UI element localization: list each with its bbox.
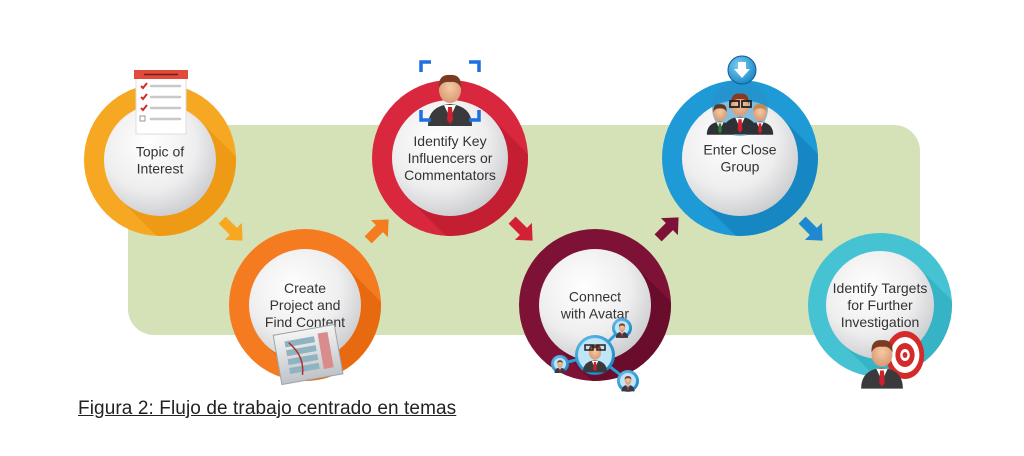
step-label-line: Project and bbox=[270, 297, 341, 313]
person-icon bbox=[428, 74, 472, 126]
group-people-icon bbox=[706, 55, 774, 136]
step-label-line: with Avatar bbox=[560, 306, 630, 322]
bullseye-icon bbox=[885, 331, 925, 379]
arrow-down-right-icon bbox=[218, 216, 243, 241]
checklist-icon bbox=[134, 70, 188, 135]
arrow-up-right-icon bbox=[654, 217, 679, 242]
step-label-line: Identify Targets bbox=[833, 280, 928, 296]
person-icon bbox=[861, 340, 903, 389]
arrow-down-right-icon bbox=[508, 216, 533, 241]
step-label-line: Influencers or bbox=[408, 150, 493, 166]
download-icon bbox=[727, 55, 757, 85]
step-label-line: Interest bbox=[137, 161, 184, 177]
step-label-line: Enter Close bbox=[703, 142, 776, 158]
arrows-layer bbox=[218, 216, 823, 244]
step-label-line: Topic of bbox=[136, 144, 184, 160]
step-inner-disc bbox=[392, 100, 508, 216]
step-label-line: Connect bbox=[569, 289, 621, 305]
target-person-icon bbox=[419, 60, 481, 126]
step-inner-disc bbox=[104, 104, 216, 216]
document-folder-icon bbox=[272, 323, 344, 386]
step-label-line: Investigation bbox=[841, 314, 920, 330]
avatar-small-2 bbox=[554, 360, 566, 373]
step-label-line: Identify Key bbox=[413, 133, 486, 149]
person-target-icon bbox=[861, 331, 925, 389]
avatar-small-3 bbox=[621, 376, 635, 392]
icons-layer bbox=[134, 55, 925, 392]
step-label-line: for Further bbox=[847, 297, 913, 313]
avatar-main bbox=[582, 344, 608, 373]
avatar-small-1 bbox=[615, 323, 629, 338]
step-label-line: Create bbox=[284, 280, 326, 296]
figure-caption: Figura 2: Flujo de trabajo centrado en t… bbox=[78, 398, 457, 419]
arrow-down-right-icon bbox=[798, 216, 823, 241]
arrow-up-right-icon bbox=[364, 219, 389, 244]
step-label-line: Commentators bbox=[404, 167, 496, 183]
step-label-line: Group bbox=[721, 159, 760, 175]
network-people-icon bbox=[551, 318, 639, 392]
